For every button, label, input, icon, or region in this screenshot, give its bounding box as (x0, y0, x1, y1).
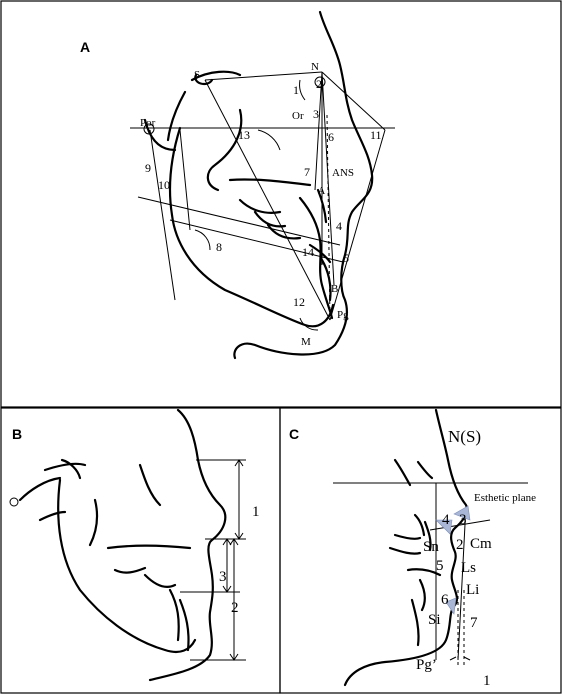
a-number-14: 14 (302, 245, 314, 259)
a-number-8: 8 (216, 240, 222, 254)
landmark-or: Or (292, 110, 304, 122)
a-number-5: 5 (343, 251, 349, 265)
landmark-s: S (194, 69, 200, 81)
landmark-a-point: A (318, 186, 326, 197)
c-number-2: 2 (456, 537, 464, 553)
panel-c-measurement-numbers: 1 2 3 4 5 6 7 (436, 512, 491, 689)
panel-a-skull-tracing (143, 10, 374, 360)
panel-b-measurement-lines (180, 459, 246, 661)
panel-b-measurement-numbers: 1 2 3 (219, 504, 260, 616)
a-number-11: 11 (370, 128, 382, 142)
panel-a-measurement-numbers: 1 2 3 4 5 6 7 8 9 10 11 12 13 14 (145, 77, 382, 309)
a-number-9: 9 (145, 161, 151, 175)
esthetic-plane-label: Esthetic plane (474, 492, 536, 504)
landmark-cm: Cm (470, 536, 492, 552)
b-number-3: 3 (219, 569, 227, 585)
panel-a-landmarks: S N Por Or ANS A B Pg M (140, 61, 354, 348)
a-number-4: 4 (336, 219, 342, 233)
a-number-12: 12 (293, 295, 305, 309)
b-number-1: 1 (252, 504, 260, 520)
landmark-b-point: B (331, 283, 338, 295)
panel-c-reference-lines (333, 482, 528, 665)
panel-c-landmarks: N(S) Esthetic plane Sn Cm Ls Li Si Pg’ (416, 427, 536, 673)
c-number-4: 4 (442, 512, 450, 528)
landmark-sn: Sn (423, 539, 439, 555)
panel-b-tracing (9, 408, 227, 682)
panel-a-label: A (80, 39, 90, 55)
landmark-n: N (311, 61, 319, 73)
panel-a-frame (0, 0, 562, 408)
landmark-si: Si (428, 612, 441, 628)
panel-c-label: C (289, 426, 299, 442)
landmark-pg-prime: Pg’ (416, 657, 437, 673)
a-number-1: 1 (293, 83, 299, 97)
c-number-3: 3 (459, 512, 467, 528)
landmark-pg: Pg (337, 309, 349, 321)
c-number-7: 7 (470, 615, 478, 631)
a-number-6: 6 (328, 130, 334, 144)
a-number-13: 13 (238, 128, 250, 142)
landmark-li: Li (466, 582, 479, 598)
c-number-6: 6 (441, 592, 449, 608)
b-number-2: 2 (231, 600, 239, 616)
landmark-m: M (301, 336, 311, 348)
panel-b-frame (0, 407, 281, 694)
landmark-n-s: N(S) (448, 427, 481, 446)
panel-c-frame (279, 407, 562, 694)
panel-a-reference-lines (130, 71, 395, 331)
a-number-7: 7 (304, 165, 310, 179)
panel-c-tracing (343, 408, 469, 687)
a-number-3: 3 (313, 107, 319, 121)
a-number-2: 2 (316, 77, 322, 91)
c-number-5: 5 (436, 558, 444, 574)
a-number-10: 10 (158, 178, 170, 192)
c-number-1: 1 (483, 673, 491, 689)
landmark-por: Por (140, 117, 156, 129)
panel-b-label: B (12, 426, 22, 442)
landmark-ans: ANS (332, 167, 354, 179)
landmark-ls: Ls (461, 560, 476, 576)
